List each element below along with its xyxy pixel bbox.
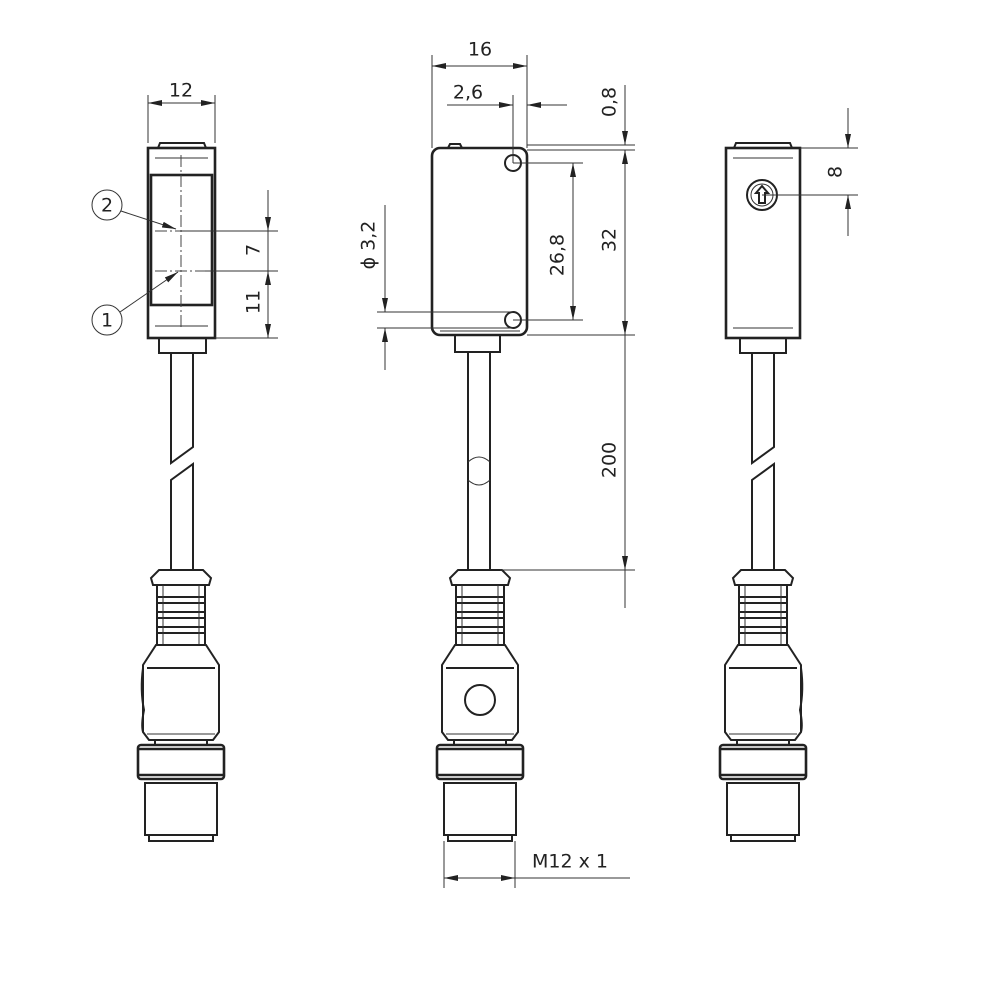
dim-hole-pitch: 26,8: [547, 234, 569, 276]
callout-2: 2: [101, 195, 113, 217]
dim-optic-bottom: 11: [243, 290, 265, 314]
callouts: 2 1: [91, 189, 179, 336]
dim-thread: M12 x 1: [532, 851, 608, 873]
dim-hole-diameter: ϕ 3,2: [358, 221, 380, 270]
dim-body-height: 32: [599, 228, 621, 252]
dim-front-width: 12: [169, 80, 193, 102]
front-view: [136, 142, 226, 843]
dim-optic-spacing: 7: [243, 244, 265, 256]
dim-side-width: 16: [468, 39, 492, 61]
dimensions: 12 16 2,6 0,8 32 200 26,8 ϕ 3,2: [147, 39, 858, 888]
callout-1: 1: [101, 310, 113, 332]
side-view: [430, 143, 529, 843]
dim-cap-height: 0,8: [599, 87, 621, 117]
dim-cable-length: 200: [599, 442, 621, 478]
dim-hole-offset: 2,6: [453, 82, 483, 104]
dim-knob-offset: 8: [825, 166, 847, 178]
back-view: [718, 142, 808, 843]
